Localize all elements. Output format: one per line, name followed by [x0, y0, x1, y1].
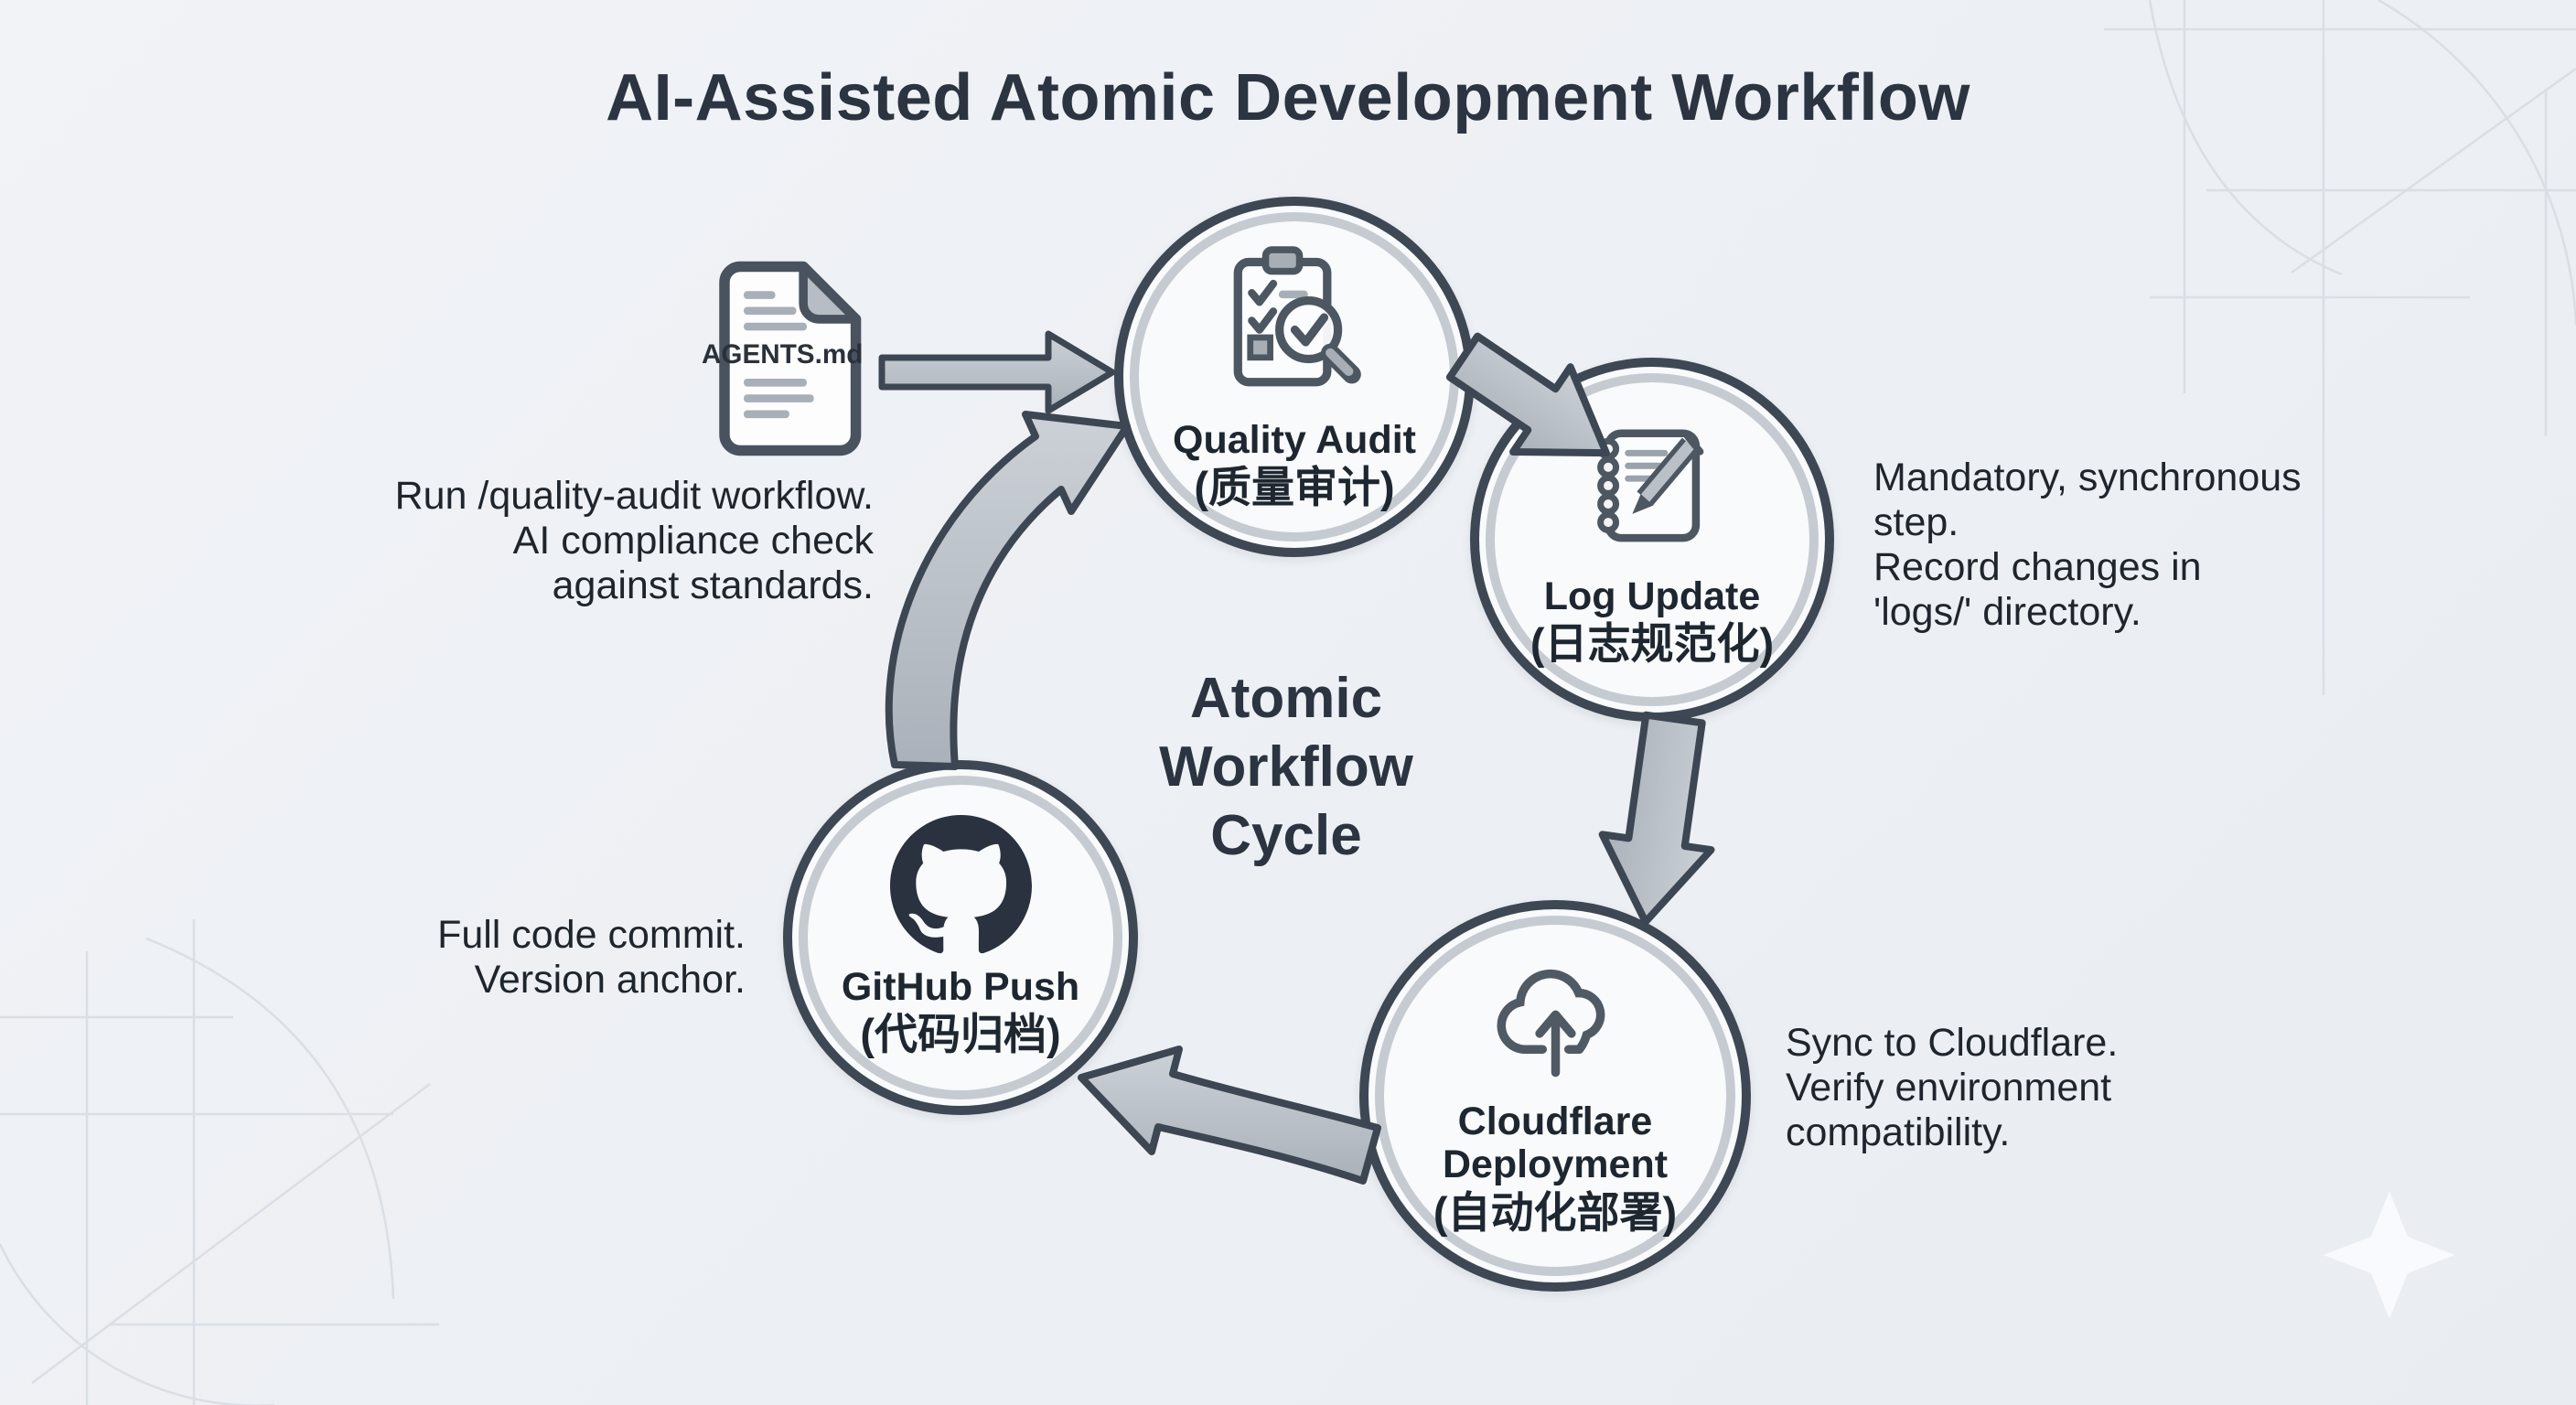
github-push-note: Full code commit. Version anchor.	[437, 913, 746, 1003]
arrow-log-to-cloudflare	[1598, 711, 1715, 926]
node-label: Log Update	[1543, 574, 1761, 618]
arrow-agents-to-quality	[878, 330, 1116, 414]
quality-audit-note: Run /quality-audit workflow. AI complian…	[394, 474, 874, 608]
agents-md-file-icon: AGENTS.md	[702, 261, 863, 456]
clipboard-checklist-magnifier-icon	[1233, 246, 1361, 387]
node-sublabel: (代码归档)	[860, 1010, 1061, 1059]
notebook-pencil-icon	[1597, 429, 1704, 542]
sparkle-decoration	[2324, 1191, 2455, 1319]
node-label: Deployment	[1442, 1142, 1669, 1187]
cycle-center-label: Atomic Workflow Cycle	[1159, 667, 1413, 868]
node-label: Quality Audit	[1173, 418, 1416, 463]
file-name-label: AGENTS.md	[702, 339, 863, 370]
cloudflare-note: Sync to Cloudflare. Verify environment c…	[1786, 1021, 2119, 1155]
node-quality-audit: Quality Audit (质量审计)	[1114, 197, 1475, 557]
node-github-push: GitHub Push (代码归档)	[783, 760, 1138, 1115]
github-octocat-icon	[889, 815, 1032, 954]
log-update-note: Mandatory, synchronous step. Record chan…	[1873, 456, 2302, 635]
page-title: AI-Assisted Atomic Development Workflow	[606, 61, 1970, 134]
node-sublabel: (自动化部署)	[1433, 1187, 1678, 1237]
node-sublabel: (日志规范化)	[1530, 618, 1775, 668]
node-label: GitHub Push	[841, 965, 1080, 1010]
cloud-upload-icon	[1497, 969, 1605, 1078]
node-label: Cloudflare	[1457, 1099, 1653, 1143]
node-log-update: Log Update (日志规范化)	[1470, 358, 1834, 722]
file-text-lines	[744, 291, 814, 419]
arrow-cloudflare-to-github	[1078, 1046, 1381, 1185]
node-sublabel: (质量审计)	[1194, 463, 1395, 512]
node-cloudflare-deployment: Cloudflare Deployment (自动化部署)	[1359, 900, 1751, 1292]
